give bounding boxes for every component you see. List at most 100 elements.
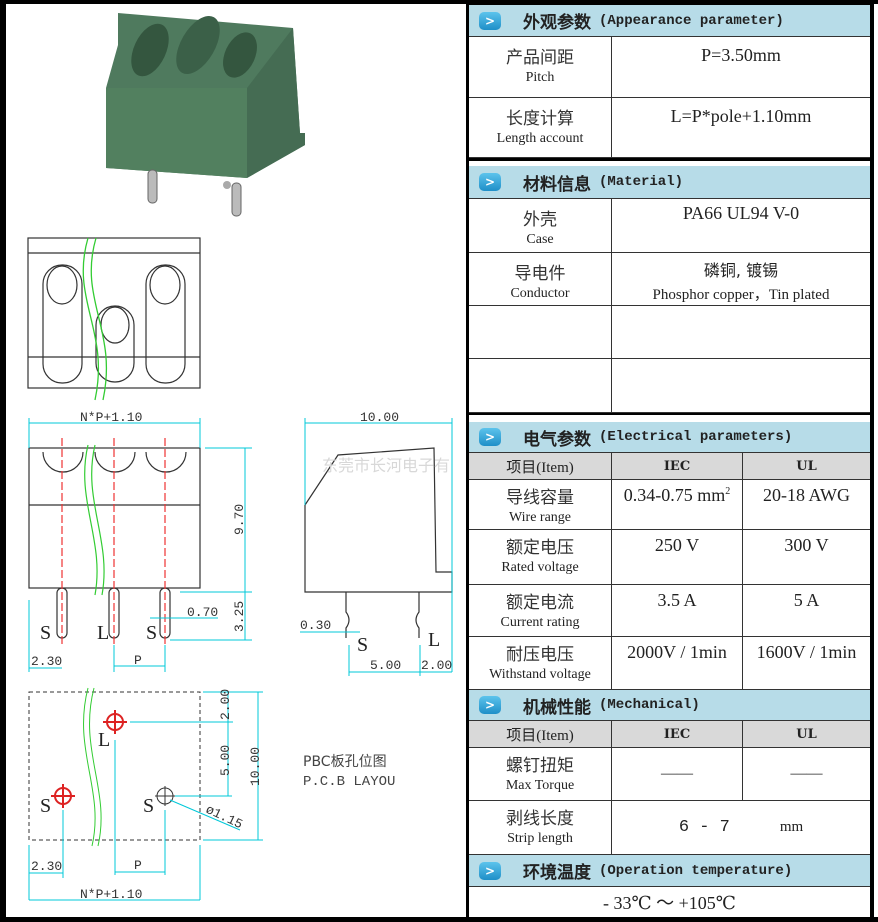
front-view-drawing	[28, 418, 252, 672]
dim-hole: ø1.15	[203, 802, 245, 832]
value-ul: 5 A	[793, 590, 820, 610]
label-en: Rated voltage	[501, 560, 579, 575]
label-en: Strip length	[507, 831, 573, 846]
label-en: Current rating	[500, 615, 580, 630]
pcb-title-cn: PBC板孔位图	[303, 754, 387, 770]
col-item: 项目(Item)	[469, 721, 612, 748]
side-view-drawing	[300, 418, 453, 676]
section-title-en: (Mechanical)	[599, 697, 700, 713]
section-header-electrical: >电气参数(Electrical parameters)	[469, 422, 870, 453]
spacer	[469, 415, 870, 422]
dim-offset: 2.30	[31, 654, 62, 669]
section-header-temperature: >环境温度(Operation temperature)	[469, 855, 870, 887]
section-header-material: > 材料信息 (Material)	[469, 166, 870, 199]
chevron-right-icon: >	[479, 696, 501, 714]
label-cn: 导线容量	[506, 488, 574, 508]
dim-height: 9.70	[232, 504, 247, 535]
label-en: Withstand voltage	[489, 667, 591, 682]
section-title: 机械性能	[523, 697, 591, 718]
label-cn: 剥线长度	[506, 809, 574, 829]
section-title: 环境温度	[523, 863, 591, 883]
chevron-right-icon: >	[479, 11, 501, 30]
section-title-en: (Appearance parameter)	[599, 12, 784, 29]
watermark: 东莞市长河电子有	[322, 456, 450, 475]
pcb-title-en: P.C.B LAYOU	[303, 774, 395, 790]
label-en: Case	[526, 232, 554, 247]
row-temperature: - 33℃ ～ +105℃	[469, 887, 870, 917]
value-iec: ——	[661, 765, 693, 782]
value: 磷铜, 镀锡	[703, 261, 779, 280]
chevron-right-icon: >	[479, 173, 501, 191]
dim-offset: 2.30	[31, 859, 62, 874]
dim-pin-width: 0.30	[300, 618, 331, 633]
col-iec: IEC	[612, 721, 743, 748]
dim-width: N*P+1.10	[80, 887, 142, 902]
dim-pitch: P	[134, 653, 142, 668]
value: PA66 UL94 V-0	[682, 203, 800, 223]
col-ul: UL	[743, 721, 870, 748]
label-cn: 长度计算	[506, 109, 574, 129]
col-item: 项目(Item)	[469, 453, 612, 480]
value-iec: 2000V / 1min	[627, 642, 727, 662]
pin-label: S	[357, 634, 368, 656]
label-en: Conductor	[510, 286, 570, 301]
dim-spacing: 5.00	[370, 658, 401, 673]
pin-label: L	[428, 629, 440, 651]
value-iec: 3.5 A	[657, 590, 697, 610]
label-cn: 耐压电压	[506, 645, 574, 665]
value-ul: 20-18 AWG	[762, 485, 851, 505]
hole-label: L	[98, 729, 110, 751]
col-ul: UL	[743, 453, 870, 480]
value: L=P*pole+1.10mm	[670, 106, 812, 126]
pin-label: S	[40, 622, 51, 644]
section-title-en: (Operation temperature)	[599, 862, 793, 879]
value: P=3.50mm	[701, 45, 781, 65]
section-title: 外观参数	[523, 13, 591, 33]
dim-depth: 10.00	[360, 410, 399, 425]
section-title: 材料信息	[523, 174, 591, 195]
value-ul: ——	[790, 765, 823, 782]
label-en: Wire range	[508, 510, 571, 525]
hole-label: S	[143, 795, 154, 817]
dim-d2: 5.00	[218, 745, 233, 776]
value: - 33℃ ～ +105℃	[603, 893, 736, 913]
value-iec: 0.34-0.75 mm	[623, 485, 726, 505]
label-cn: 产品间距	[506, 48, 574, 68]
dim-pitch: P	[134, 858, 142, 873]
pcb-layout-drawing	[28, 687, 263, 901]
section-title-en: (Material)	[599, 174, 684, 190]
value: 6 - 7	[678, 818, 730, 837]
chevron-right-icon: >	[479, 428, 501, 446]
value-ul: 1600V / 1min	[756, 642, 857, 662]
row-withstand-voltage: 耐压电压 Withstand voltage 2000V / 1min 1600V /…	[469, 637, 870, 690]
section-header-appearance: > 外观参数 (Appearance parameter)	[469, 5, 870, 37]
dim-pin-width: 0.70	[187, 605, 218, 620]
superscript: 2	[725, 486, 731, 497]
row-wire-range: 导线容量 Wire range 0.34-0.75 mm2 20-18 AWG	[469, 480, 870, 530]
row-empty	[469, 306, 870, 359]
label-cn: 导电件	[514, 264, 566, 284]
row-case: 外壳 Case PA66 UL94 V-0	[469, 199, 870, 253]
hole-label: S	[40, 795, 51, 817]
section-title-en: (Electrical parameters)	[599, 429, 793, 445]
label-en: Max Torque	[505, 778, 575, 793]
pin-label: S	[146, 622, 157, 644]
col-iec: IEC	[612, 453, 743, 480]
row-empty	[469, 359, 870, 413]
product-photo	[106, 13, 305, 217]
top-view-drawing	[27, 237, 201, 401]
dim-width: N*P+1.10	[80, 410, 142, 425]
label-cn: 螺钉扭矩	[506, 756, 574, 776]
label-cn: 外壳	[523, 210, 557, 230]
value-iec: 250 V	[654, 535, 700, 555]
technical-drawings: N*P+1.10 9.70 3.25 0.70 2.30 P S L S 10.…	[27, 13, 453, 902]
